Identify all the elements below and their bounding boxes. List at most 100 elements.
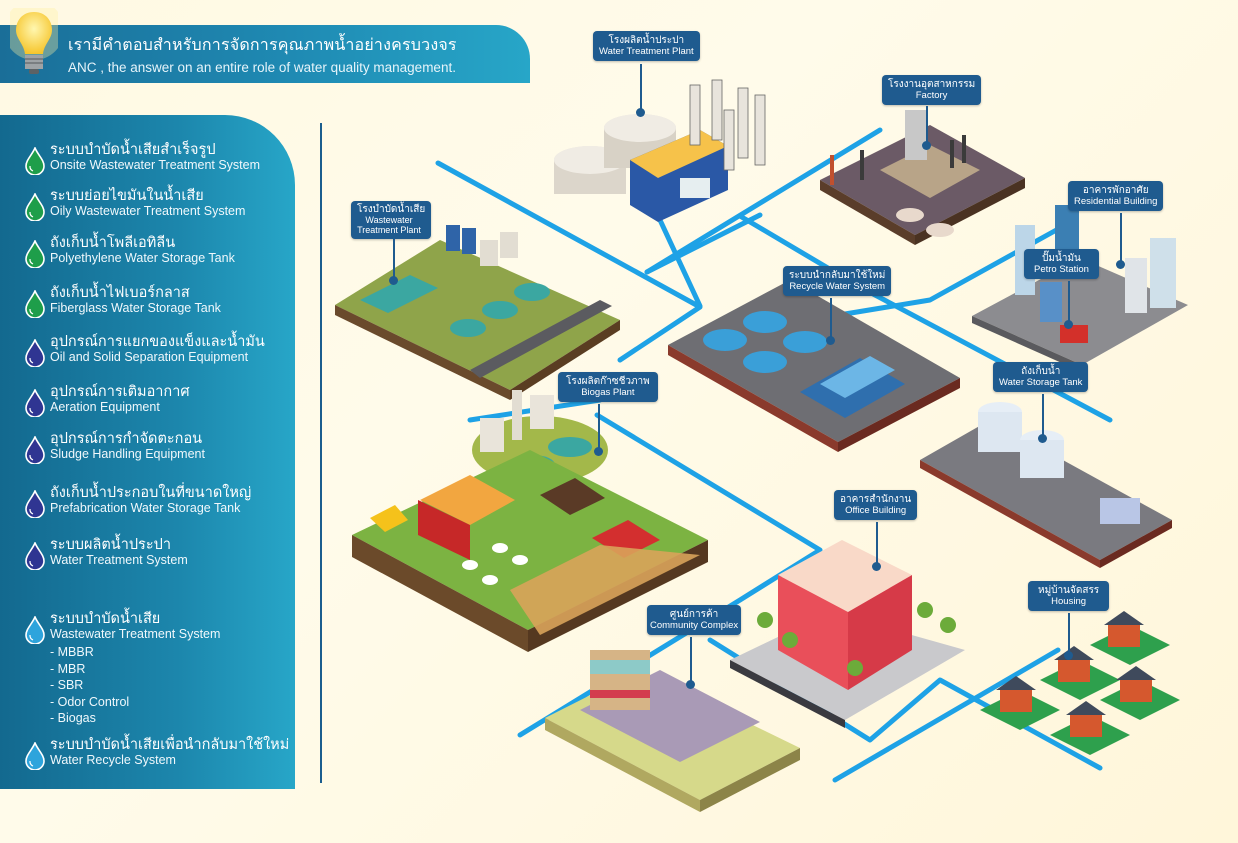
product-name-english: Wastewater Treatment System xyxy=(50,627,221,642)
location-name-english: Housing xyxy=(1051,596,1087,607)
location-name-thai: ปั๊มน้ำมัน xyxy=(1042,253,1081,264)
location-pin[interactable] xyxy=(1064,320,1073,329)
product-name-thai: ระบบผลิตน้ำประปา xyxy=(50,537,171,553)
label-stem xyxy=(876,522,878,566)
location-pin[interactable] xyxy=(1116,260,1125,269)
product-name-english: Polyethylene Water Storage Tank xyxy=(50,251,235,266)
water-drop-light-icon xyxy=(25,616,45,644)
location-name-english: Water Treatment Plant xyxy=(599,46,694,57)
location-label-water-storage-tank[interactable]: ถังเก็บน้ำ Water Storage Tank xyxy=(993,362,1089,392)
water-drop-green-icon xyxy=(25,290,45,318)
product-name-thai: ถังเก็บน้ำประกอบในที่ขนาดใหญ่ xyxy=(50,485,252,501)
housing-scene xyxy=(980,611,1180,755)
location-name-english: Office Building xyxy=(845,505,907,516)
label-stem xyxy=(1120,213,1122,263)
water-drop-navy-icon xyxy=(25,339,45,367)
location-label-factory[interactable]: โรงงานอุตสาหกรรม Factory xyxy=(882,75,982,105)
location-label-wastewater-treatment-plant[interactable]: โรงบำบัดน้ำเสีย Wastewater Treatment Pla… xyxy=(351,201,432,239)
location-name-thai: ศูนย์การค้า xyxy=(669,609,719,620)
location-name-thai: อาคารสำนักงาน xyxy=(840,494,912,505)
product-name-thai: ถังเก็บน้ำโพลีเอทิลีน xyxy=(50,235,176,251)
label-stem xyxy=(690,637,692,683)
product-name-thai: ระบบบำบัดน้ำเสียสำเร็จรูป xyxy=(50,142,216,158)
water-drop-navy-icon xyxy=(25,436,45,464)
product-name-thai: ระบบบำบัดน้ำเสีย xyxy=(50,611,161,627)
location-pin[interactable] xyxy=(1038,434,1047,443)
product-name-thai: อุปกรณ์การกำจัดตะกอน xyxy=(50,431,203,447)
location-pin[interactable] xyxy=(826,336,835,345)
product-name-english: Fiberglass Water Storage Tank xyxy=(50,301,221,316)
product-item[interactable]: ระบบบำบัดน้ำเสีย Wastewater Treatment Sy… xyxy=(24,611,221,727)
location-name-thai: หมู่บ้านจัดสรร xyxy=(1038,585,1100,596)
label-stem xyxy=(830,298,832,340)
location-label-office-building[interactable]: อาคารสำนักงาน Office Building xyxy=(834,490,918,520)
header-title-thai: เรามีคำตอบสำหรับการจัดการคุณภาพน้ำอย่างค… xyxy=(68,37,457,54)
location-pin[interactable] xyxy=(1064,651,1073,660)
product-subitem: - Biogas xyxy=(50,711,96,726)
header-title-english: ANC , the answer on an entire role of wa… xyxy=(68,60,456,75)
product-name-thai: อุปกรณ์การเติมอากาศ xyxy=(50,384,190,400)
product-name-english: Prefabrication Water Storage Tank xyxy=(50,501,241,516)
location-label-recycle-water-system[interactable]: ระบบนำกลับมาใช้ใหม่ Recycle Water System xyxy=(783,266,892,296)
location-name-english: Petro Station xyxy=(1034,264,1089,275)
location-pin[interactable] xyxy=(686,680,695,689)
location-name-english: Residential Building xyxy=(1074,196,1158,207)
water-drop-navy-icon xyxy=(25,490,45,518)
water-drop-green-icon xyxy=(25,147,45,175)
water-drop-green-icon xyxy=(25,240,45,268)
location-name-english: Biogas Plant xyxy=(581,387,635,398)
water-treatment-plant-scene xyxy=(554,79,766,222)
community-complex-scene xyxy=(545,650,800,812)
location-name-english: Factory xyxy=(915,90,948,101)
location-label-water-treatment-plant[interactable]: โรงผลิตน้ำประปา Water Treatment Plant xyxy=(593,31,700,61)
location-label-petro-station[interactable]: ปั๊มน้ำมัน Petro Station xyxy=(1024,249,1099,279)
water-drop-navy-icon xyxy=(25,542,45,570)
label-stem xyxy=(393,238,395,278)
location-label-housing[interactable]: หมู่บ้านจัดสรร Housing xyxy=(1028,581,1110,611)
product-item[interactable]: ถังเก็บน้ำประกอบในที่ขนาดใหญ่Prefabricat… xyxy=(24,485,252,518)
pipe-segment xyxy=(832,647,1061,783)
product-name-english: Sludge Handling Equipment xyxy=(50,447,205,462)
product-name-english: Aeration Equipment xyxy=(50,400,160,415)
product-item[interactable]: ระบบบำบัดน้ำเสียเพื่อนำกลับมาใช้ใหม่Wate… xyxy=(24,737,289,770)
location-name-english: Water Storage Tank xyxy=(999,377,1083,388)
wastewater-treatment-plant-scene xyxy=(335,225,620,400)
label-stem xyxy=(1068,613,1070,655)
location-pin[interactable] xyxy=(389,276,398,285)
water-drop-navy-icon xyxy=(25,389,45,417)
location-pin[interactable] xyxy=(922,141,931,150)
location-name-english: Recycle Water System xyxy=(789,281,886,292)
header-banner: เรามีคำตอบสำหรับการจัดการคุณภาพน้ำอย่างค… xyxy=(0,25,530,83)
location-label-biogas-plant[interactable]: โรงผลิตก๊าซชีวภาพ Biogas Plant xyxy=(558,372,658,402)
location-name-thai: ระบบนำกลับมาใช้ใหม่ xyxy=(789,270,886,281)
product-subitem: - MBR xyxy=(50,661,86,676)
product-name-english: Onsite Wastewater Treatment System xyxy=(50,158,261,173)
biogas-farm-scene xyxy=(352,390,708,652)
location-label-residential-building[interactable]: อาคารพักอาศัย Residential Building xyxy=(1068,181,1164,211)
office-building-scene xyxy=(730,540,965,728)
product-subitem: - SBR xyxy=(50,678,84,693)
label-stem xyxy=(1042,394,1044,438)
location-name-thai: อาคารพักอาศัย xyxy=(1082,185,1149,196)
location-label-community-complex[interactable]: ศูนย์การค้า Community Complex xyxy=(647,605,742,635)
product-name-thai: ถังเก็บน้ำไฟเบอร์กลาส xyxy=(50,285,190,301)
factory-scene xyxy=(820,110,1025,245)
product-name-thai: อุปกรณ์การแยกของแข็งและน้ำมัน xyxy=(50,334,265,350)
location-pin[interactable] xyxy=(594,447,603,456)
product-name-english: Water Recycle System xyxy=(50,753,176,768)
pipe-segment xyxy=(644,127,883,275)
location-pin[interactable] xyxy=(872,562,881,571)
location-name-thai: โรงผลิตก๊าซชีวภาพ xyxy=(566,376,650,387)
location-pin[interactable] xyxy=(636,108,645,117)
product-name-thai: ระบบย่อยไขมันในน้ำเสีย xyxy=(50,188,204,204)
product-subitem: - MBBR xyxy=(50,645,94,660)
